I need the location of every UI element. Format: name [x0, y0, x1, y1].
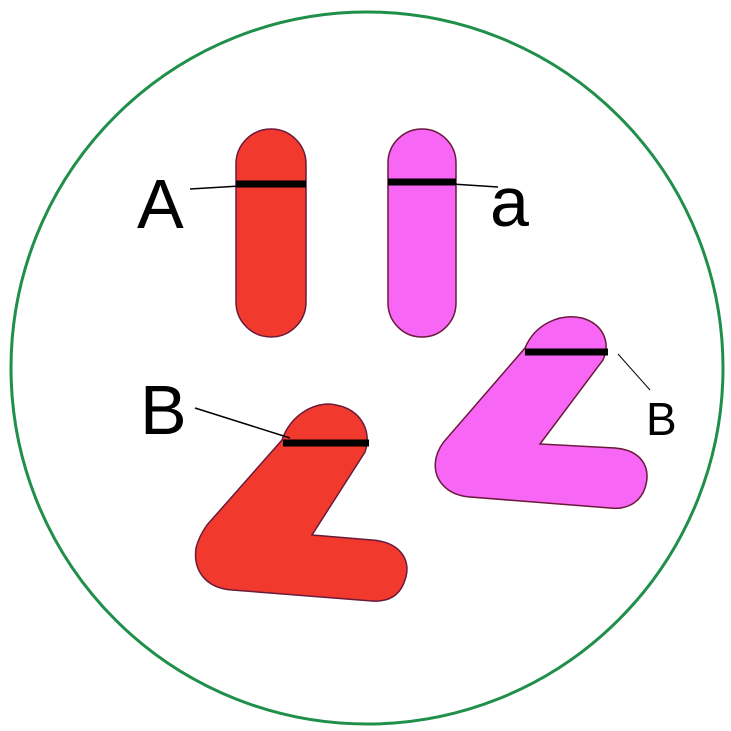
chromosome-red-rod-body [236, 129, 306, 337]
chromosome-magenta-rod-body [388, 129, 456, 337]
cell-membrane [11, 12, 723, 724]
chromosome-red-rod [236, 129, 306, 337]
label-gene-B-red: B [140, 371, 187, 449]
chromosome-magenta-rod [388, 129, 456, 337]
label-gene-A: A [137, 165, 184, 243]
label-gene-a: a [490, 163, 529, 241]
label-gene-B-magenta: B [646, 393, 677, 445]
